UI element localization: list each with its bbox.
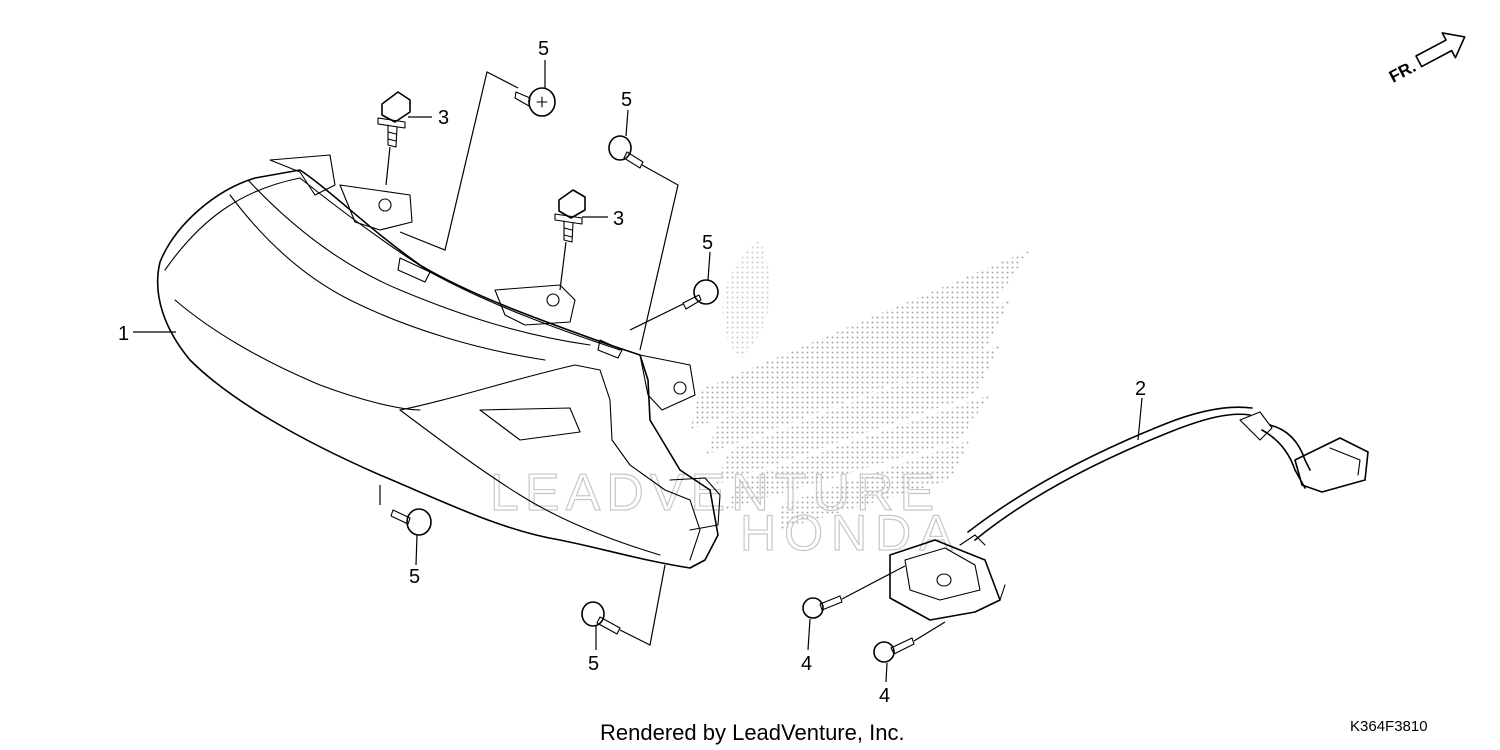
screw-4-left — [802, 595, 843, 619]
callout-labels: 1 2 3 3 4 4 5 5 5 5 5 — [118, 38, 1146, 707]
watermark-honda-text: HONDA — [740, 505, 961, 561]
screw-5-upper-right — [608, 135, 644, 169]
callout-5-right: 5 — [702, 232, 713, 254]
screw-5-lower-left — [390, 508, 432, 536]
front-direction-indicator: FR. — [1386, 32, 1466, 87]
screw-3-middle — [554, 189, 586, 243]
callout-1: 1 — [118, 323, 129, 345]
credit-text: Rendered by LeadVenture, Inc. — [600, 720, 905, 745]
callout-4-left: 4 — [801, 653, 812, 675]
license-light-unit — [889, 534, 1006, 621]
screw-5-right — [682, 279, 719, 310]
callout-5-bottom: 5 — [588, 653, 599, 675]
callout-4-right: 4 — [879, 685, 890, 707]
diagram-code: K364F3810 — [1350, 718, 1428, 735]
headlight-assembly — [156, 154, 721, 569]
watermark-leadventure-text: LEADVENTURE — [490, 464, 940, 522]
screw-3-upper — [377, 91, 411, 148]
callout-5-upper-right: 5 — [621, 89, 632, 111]
callout-3-middle: 3 — [613, 208, 624, 230]
license-light-harness — [967, 406, 1369, 541]
callout-3-upper: 3 — [438, 107, 449, 129]
screw-5-bottom — [581, 601, 621, 635]
direction-label: FR. — [1386, 57, 1419, 87]
screw-4-right — [873, 637, 915, 663]
screw-5-top — [514, 87, 556, 117]
callout-5-top: 5 — [538, 38, 549, 60]
leader-lines — [133, 60, 1143, 683]
honda-wing-watermark — [690, 240, 1030, 530]
callout-5-lower-left: 5 — [409, 566, 420, 588]
callout-2: 2 — [1135, 378, 1146, 400]
